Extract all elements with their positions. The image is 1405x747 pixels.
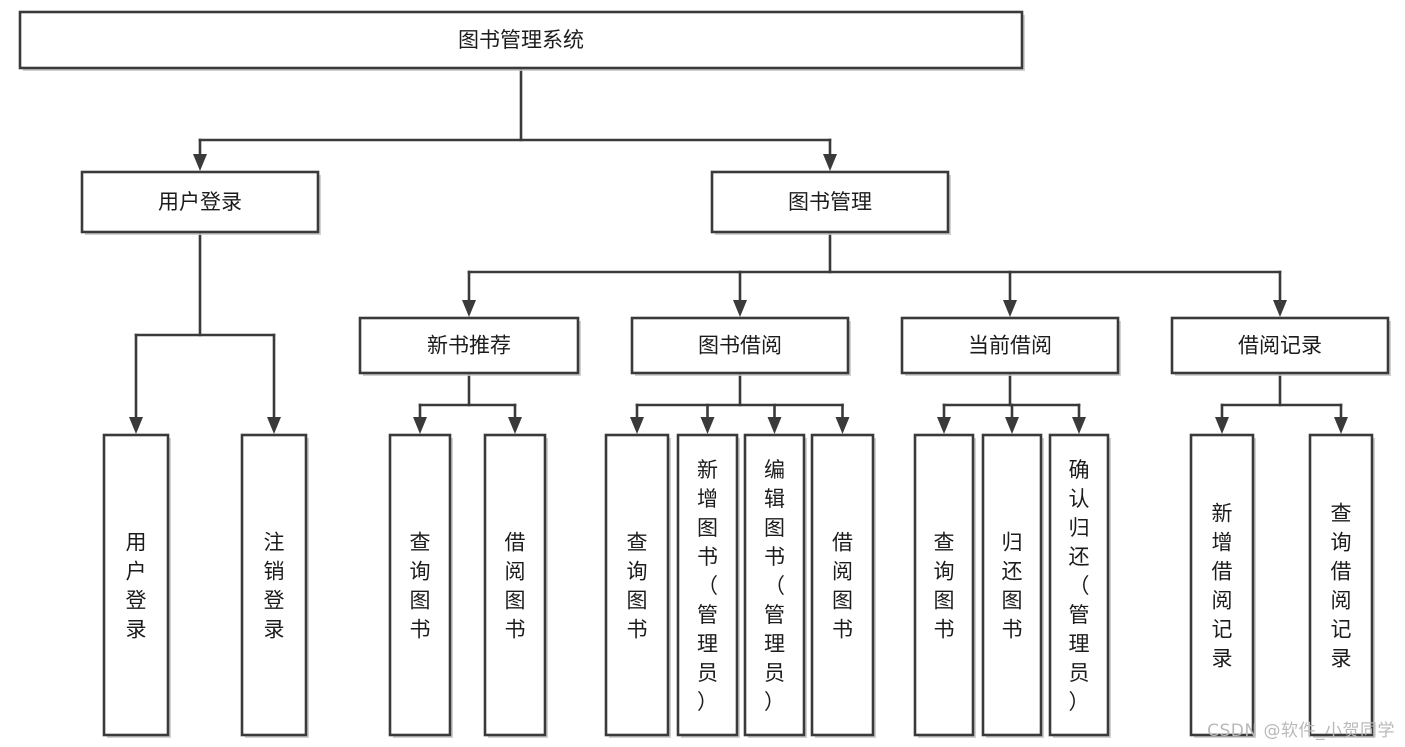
node-current-borrow[interactable]: 当前借阅 xyxy=(900,316,1121,376)
node-box[interactable] xyxy=(102,433,170,737)
node-box[interactable] xyxy=(743,433,806,737)
node-label: 查询图书 xyxy=(410,531,431,642)
connector-group xyxy=(1215,371,1348,434)
node-label: 借阅记录 xyxy=(1238,334,1322,358)
arrow-head-icon xyxy=(129,417,143,434)
node-leaf-query-book-1[interactable]: 查询图书 xyxy=(388,433,453,738)
connector-group xyxy=(413,371,522,434)
node-label: 新书推荐 xyxy=(427,334,511,358)
arrow-head-icon xyxy=(1005,417,1019,434)
arrow-head-icon xyxy=(630,417,644,434)
node-box[interactable] xyxy=(388,433,452,737)
arrow-head-icon xyxy=(413,417,427,434)
node-label: 图书管理 xyxy=(788,190,872,214)
node-label: 归还图书 xyxy=(1002,531,1023,642)
node-label: 注销登录 xyxy=(264,531,285,642)
arrow-head-icon xyxy=(1003,300,1017,317)
node-book-borrow[interactable]: 图书借阅 xyxy=(630,316,851,376)
node-box[interactable] xyxy=(913,433,975,737)
node-box[interactable] xyxy=(810,433,875,737)
node-box[interactable] xyxy=(604,433,670,737)
node-label: 借阅图书 xyxy=(505,531,526,642)
node-label: 查询图书 xyxy=(627,531,648,642)
node-label: 用户登录 xyxy=(158,190,242,214)
node-box[interactable] xyxy=(900,316,1120,375)
connector-group xyxy=(129,230,281,434)
node-leaf-query-record[interactable]: 查询借阅记录 xyxy=(1308,433,1375,738)
node-label: 新增借阅记录 xyxy=(1212,502,1233,671)
node-new-book-recommend[interactable]: 新书推荐 xyxy=(358,316,581,376)
arrow-head-icon xyxy=(267,417,281,434)
node-label: 用户登录 xyxy=(126,531,147,642)
node-box[interactable] xyxy=(630,316,850,375)
arrow-head-icon xyxy=(937,417,951,434)
connector-group xyxy=(193,66,837,171)
node-box[interactable] xyxy=(1048,433,1110,737)
node-box[interactable] xyxy=(676,433,739,737)
watermark-label: CSDN @软件_小贺同学 xyxy=(1207,721,1395,741)
node-label: 图书借阅 xyxy=(698,334,782,358)
node-leaf-query-book-2[interactable]: 查询图书 xyxy=(604,433,671,738)
node-box[interactable] xyxy=(1189,433,1255,737)
node-leaf-return-book[interactable]: 归还图书 xyxy=(981,433,1044,738)
connector-group xyxy=(462,230,1287,317)
arrow-head-icon xyxy=(823,154,837,171)
arrow-head-icon xyxy=(835,417,850,434)
node-label: 查询图书 xyxy=(934,531,955,642)
node-root[interactable]: 图书管理系统 xyxy=(18,10,1025,71)
connector-group xyxy=(630,371,850,434)
connector-group xyxy=(937,371,1086,434)
node-label: 确认归还（管理员） xyxy=(1069,458,1090,714)
node-leaf-confirm-return[interactable]: 确认归还（管理员） xyxy=(1048,433,1111,738)
node-box[interactable] xyxy=(80,170,320,234)
node-leaf-edit-book[interactable]: 编辑图书（管理员） xyxy=(743,433,807,738)
arrow-head-icon xyxy=(462,300,476,317)
arrow-head-icon xyxy=(508,417,522,434)
node-box[interactable] xyxy=(710,170,950,234)
node-box[interactable] xyxy=(1308,433,1374,737)
node-label: 借阅图书 xyxy=(832,531,853,642)
connector-layer xyxy=(129,66,1348,434)
arrow-head-icon xyxy=(1072,417,1086,434)
node-label: 新增图书（管理员） xyxy=(697,458,718,714)
node-leaf-add-record[interactable]: 新增借阅记录 xyxy=(1189,433,1256,738)
node-leaf-query-book-3[interactable]: 查询图书 xyxy=(913,433,976,738)
node-leaf-borrow-book-2[interactable]: 借阅图书 xyxy=(810,433,876,738)
node-leaf-logout[interactable]: 注销登录 xyxy=(240,433,309,738)
arrow-head-icon xyxy=(733,300,747,317)
node-box[interactable] xyxy=(1170,316,1390,375)
node-label: 查询借阅记录 xyxy=(1331,502,1352,671)
node-leaf-user-login[interactable]: 用户登录 xyxy=(102,433,171,738)
node-box[interactable] xyxy=(981,433,1043,737)
arrow-head-icon xyxy=(1273,300,1287,317)
arrow-head-icon xyxy=(700,417,715,434)
arrow-head-icon xyxy=(1215,417,1229,434)
node-box[interactable] xyxy=(483,433,547,737)
arrow-head-icon xyxy=(1334,417,1348,434)
node-layer: 图书管理系统用户登录图书管理新书推荐图书借阅当前借阅借阅记录用户登录注销登录查询… xyxy=(18,10,1391,738)
node-box[interactable] xyxy=(358,316,580,375)
node-borrow-record[interactable]: 借阅记录 xyxy=(1170,316,1391,376)
node-user-login[interactable]: 用户登录 xyxy=(80,170,321,235)
node-leaf-add-book[interactable]: 新增图书（管理员） xyxy=(676,433,740,738)
node-leaf-borrow-book-1[interactable]: 借阅图书 xyxy=(483,433,548,738)
node-book-manage[interactable]: 图书管理 xyxy=(710,170,951,235)
node-label: 编辑图书（管理员） xyxy=(764,458,785,714)
arrow-head-icon xyxy=(767,417,782,434)
node-box[interactable] xyxy=(240,433,308,737)
node-label: 当前借阅 xyxy=(968,334,1052,358)
node-box[interactable] xyxy=(18,10,1024,70)
arrow-head-icon xyxy=(193,154,207,171)
node-label: 图书管理系统 xyxy=(458,28,584,52)
